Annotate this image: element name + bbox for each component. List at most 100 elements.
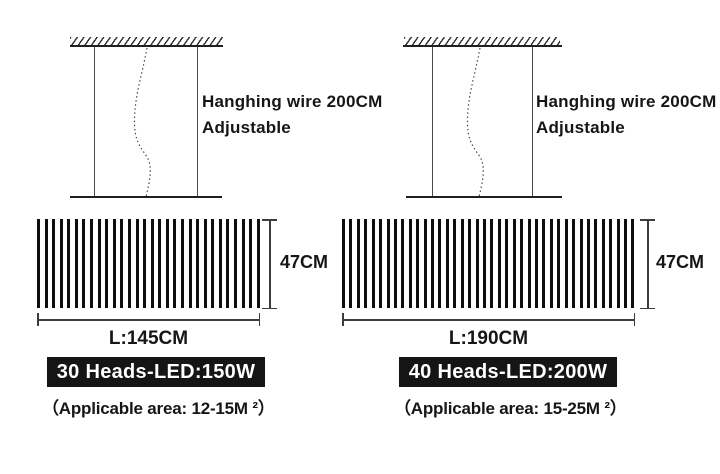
- led-bar: [59, 219, 63, 308]
- applicable-area-label: （Applicable area: 12-15M ²）: [42, 399, 275, 418]
- led-bar: [586, 219, 590, 308]
- led-bar: [203, 219, 207, 308]
- led-bar: [408, 219, 412, 308]
- led-bar: [416, 219, 420, 308]
- led-bar: [445, 219, 449, 308]
- hanging-wire-left: [432, 47, 434, 197]
- wire-note-line2: Adjustable: [536, 118, 625, 137]
- led-bar: [386, 219, 390, 308]
- led-bar: [188, 219, 192, 308]
- led-bar: [557, 219, 561, 308]
- height-dimension-line: [640, 219, 656, 309]
- led-bar: [371, 219, 375, 308]
- wire-note: Hanghing wire 200CM Adjustable: [202, 92, 382, 138]
- led-bar: [180, 219, 184, 308]
- led-bar: [453, 219, 457, 308]
- led-bar: [218, 219, 222, 308]
- led-bar: [594, 219, 598, 308]
- height-dimension-line: [262, 219, 278, 309]
- led-bar: [490, 219, 494, 308]
- dimension-tick: [633, 313, 635, 327]
- dimension-tick: [258, 313, 260, 327]
- led-bar: [609, 219, 613, 308]
- led-bar: [112, 219, 116, 308]
- led-bar: [97, 219, 101, 308]
- length-dimension-line: [342, 313, 635, 327]
- dimension-cap: [640, 307, 656, 309]
- led-bar: [431, 219, 435, 308]
- ceiling-line: [403, 45, 562, 47]
- led-bar: [120, 219, 124, 308]
- wire-note-line1: Hanghing wire 200CM: [202, 92, 383, 111]
- hanging-wire-right: [532, 47, 534, 197]
- wire-note: Hanghing wire 200CM Adjustable: [536, 92, 716, 138]
- led-bar: [393, 219, 397, 308]
- led-bar: [226, 219, 230, 308]
- led-bar: [249, 219, 253, 308]
- length-label: L:190CM: [448, 328, 529, 349]
- led-bar: [572, 219, 576, 308]
- led-bar: [549, 219, 553, 308]
- led-bar: [173, 219, 177, 308]
- led-bar: [401, 219, 405, 308]
- dimension-cap: [262, 307, 278, 309]
- led-bar-fixture: [37, 219, 260, 308]
- wire-note-line1: Hanghing wire 200CM: [536, 92, 717, 111]
- led-bar: [624, 219, 628, 308]
- led-bar: [579, 219, 583, 308]
- led-bar: [356, 219, 360, 308]
- led-bar: [241, 219, 245, 308]
- led-bar: [256, 219, 260, 308]
- spec-badge: 40 Heads-LED:200W: [399, 357, 617, 387]
- led-bar: [438, 219, 442, 308]
- length-dimension-line: [37, 313, 260, 327]
- led-bar: [542, 219, 546, 308]
- led-bar: [520, 219, 524, 308]
- height-label: 47CM: [280, 252, 329, 272]
- wire-note-line2: Adjustable: [202, 118, 291, 137]
- led-bar: [497, 219, 501, 308]
- adjustable-cord-icon: [466, 47, 484, 198]
- led-bar: [379, 219, 383, 308]
- led-bar: [364, 219, 368, 308]
- fixture-canopy-line: [70, 196, 222, 198]
- led-bar: [37, 219, 40, 308]
- led-bar: [349, 219, 353, 308]
- led-bar: [512, 219, 516, 308]
- hanging-wire-left: [94, 47, 96, 197]
- led-bar: [82, 219, 86, 308]
- led-bar: [211, 219, 215, 308]
- led-bar-fixture: [342, 219, 635, 308]
- applicable-area-label: （Applicable area: 15-25M ²）: [394, 399, 627, 418]
- led-bar: [564, 219, 568, 308]
- led-bar: [158, 219, 162, 308]
- led-bar: [135, 219, 139, 308]
- led-bar: [601, 219, 605, 308]
- length-label: L:145CM: [108, 328, 189, 349]
- led-bar: [616, 219, 620, 308]
- led-bar: [52, 219, 56, 308]
- adjustable-cord-icon: [133, 47, 151, 198]
- led-bar: [234, 219, 238, 308]
- led-bar: [475, 219, 479, 308]
- fixture-canopy-line: [406, 196, 562, 198]
- hanging-wire-right: [197, 47, 199, 197]
- led-bar: [165, 219, 169, 308]
- led-bar: [631, 219, 635, 308]
- led-bar: [143, 219, 147, 308]
- led-bar: [460, 219, 464, 308]
- ceiling-hatch: [70, 37, 223, 45]
- led-bar: [44, 219, 48, 308]
- spec-badge: 30 Heads-LED:150W: [47, 357, 265, 387]
- height-label: 47CM: [656, 252, 705, 272]
- ceiling-line: [70, 45, 223, 47]
- led-bar: [196, 219, 200, 308]
- led-bar: [90, 219, 94, 308]
- dimension-tick: [342, 313, 344, 327]
- led-bar: [483, 219, 487, 308]
- led-bar: [505, 219, 509, 308]
- led-bar: [127, 219, 131, 308]
